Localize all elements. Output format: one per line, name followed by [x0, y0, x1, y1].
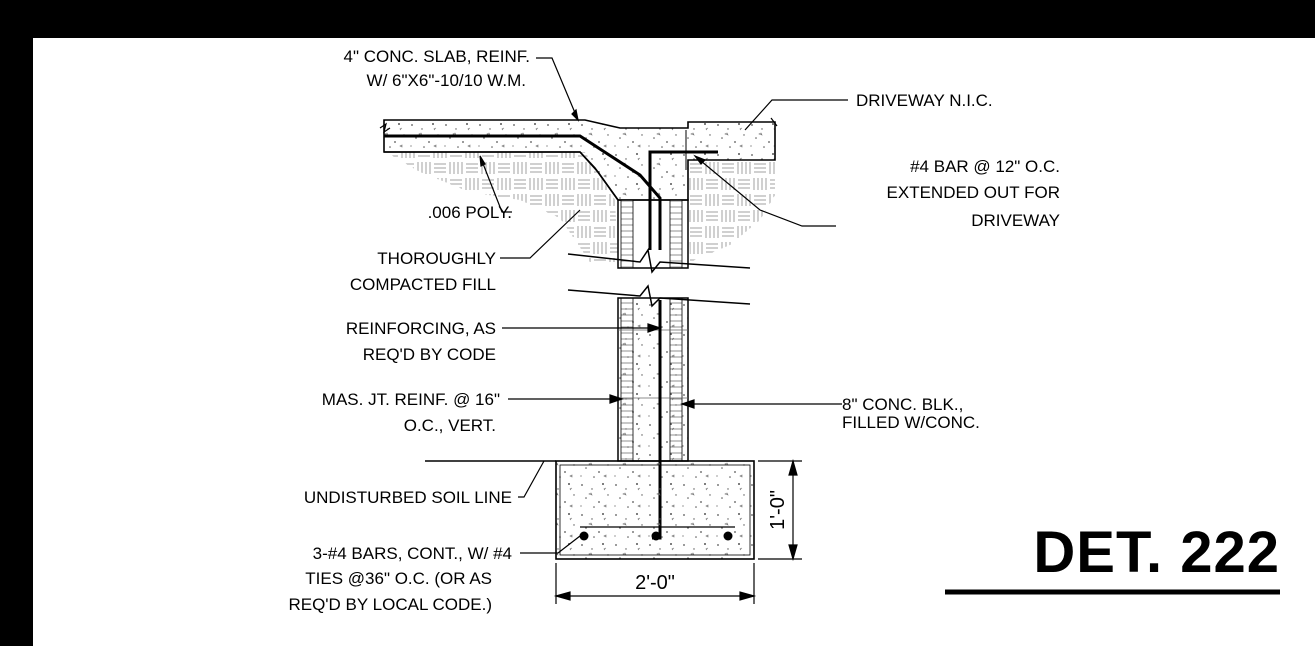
upper-wall-stub — [617, 199, 689, 269]
rebar-dot-center — [651, 531, 661, 541]
label-fill-2: COMPACTED FILL — [350, 275, 496, 294]
detail-title: DET. 222 — [1033, 520, 1280, 585]
label-poly: .006 POLY. — [428, 203, 512, 222]
label-reinforcing-2: REQ'D BY CODE — [363, 345, 496, 364]
wire-mesh — [384, 134, 662, 250]
label-bars-3: REQ'D BY LOCAL CODE.) — [288, 595, 492, 614]
leader-slab — [536, 57, 579, 121]
leader-soil — [518, 460, 545, 498]
dimension-depth — [758, 458, 802, 562]
rebar-dot-left — [579, 531, 589, 541]
label-block-1: 8" CONC. BLK., — [842, 395, 963, 414]
leader-bar — [694, 155, 836, 227]
leader-poly — [479, 155, 512, 213]
label-masjt-2: O.C., VERT. — [404, 416, 496, 435]
label-soil: UNDISTURBED SOIL LINE — [304, 488, 512, 507]
driveway-dowel-bar — [648, 150, 718, 250]
concrete-footing — [555, 460, 755, 560]
dimension-width — [553, 563, 757, 604]
right-soil-hatch — [688, 160, 775, 262]
label-bar-2: EXTENDED OUT FOR — [887, 183, 1060, 202]
leader-driveway — [744, 99, 848, 131]
compacted-fill-hatch — [386, 152, 618, 262]
label-bar-1: #4 BAR @ 12" O.C. — [910, 157, 1060, 176]
label-bars-2: TIES @36" O.C. (OR AS — [305, 569, 492, 588]
label-fill-1: THOROUGHLY — [377, 249, 496, 268]
dimension-width-label: 2'-0" — [635, 572, 675, 594]
label-bars-1: 3-#4 BARS, CONT., W/ #4 — [313, 544, 512, 563]
label-driveway: DRIVEWAY N.I.C. — [856, 91, 993, 110]
dimension-depth-label: 1'-0" — [767, 490, 789, 530]
rebar-dot-right — [723, 531, 733, 541]
break-line-upper — [567, 248, 751, 274]
label-bar-3: DRIVEWAY — [971, 211, 1060, 230]
label-reinforcing-1: REINFORCING, AS — [346, 319, 496, 338]
label-block-2: FILLED W/CONC. — [842, 413, 980, 432]
leader-fill — [500, 209, 581, 259]
leader-bars — [520, 535, 581, 554]
label-slab-2: W/ 6"X6"-10/10 W.M. — [367, 71, 526, 90]
poly-vapor-barrier — [384, 151, 619, 201]
label-slab-1: 4" CONC. SLAB, REINF. — [344, 47, 530, 66]
label-masjt-1: MAS. JT. REINF. @ 16" — [322, 390, 500, 409]
